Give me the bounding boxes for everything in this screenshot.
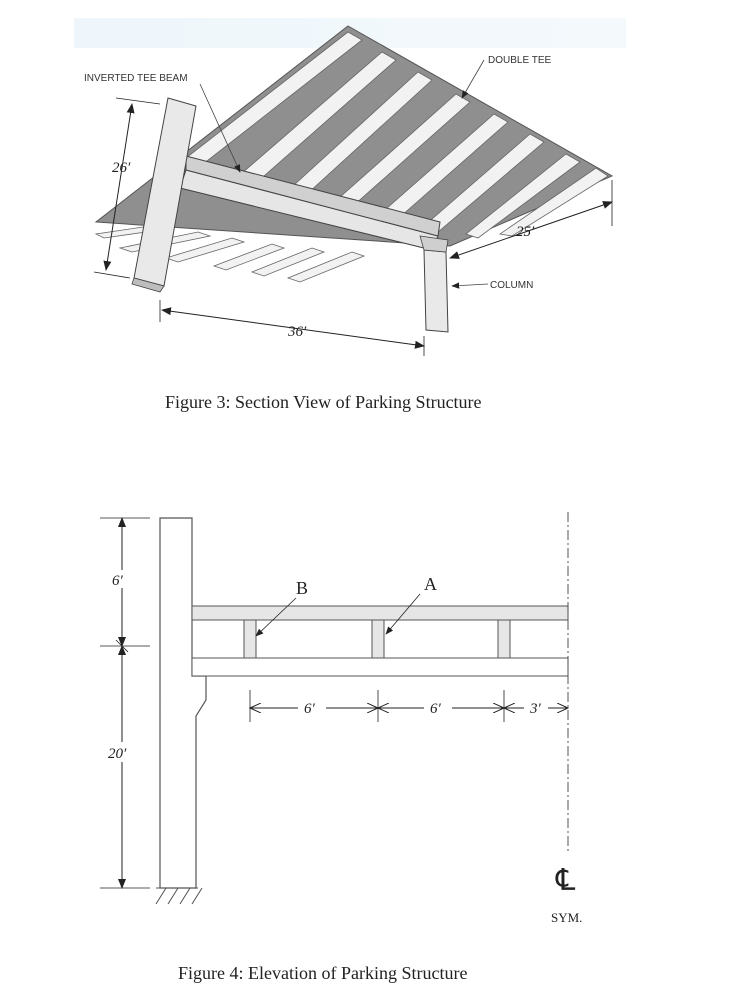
dim-line-36 [161,307,425,349]
leader-column [451,282,489,289]
left-column-base [131,277,165,293]
figure-4-caption: Figure 4: Elevation of Parking Structure [178,963,468,983]
leader-b [255,597,297,637]
dim-mask-lower [104,742,138,762]
dim-label-spacing-1: 6′ [304,701,316,717]
dim-mask-upper [108,570,134,588]
label-b: B [296,578,308,598]
dim-label-upper-6: 6′ [112,573,124,589]
label-a: A [424,574,437,594]
right-column-corbel [419,235,449,253]
label-column: COLUMN [490,280,533,291]
dim-label-lower-20: 20′ [108,746,127,762]
leader-inverted-tee [199,83,241,173]
ground-hatch [155,887,203,905]
right-column [423,249,449,333]
stem-3 [497,619,511,659]
leader-double-tee [461,59,485,99]
dim-tick-mid [115,639,129,653]
dim-ext-26-top [115,97,161,105]
dim-label-26: 26′ [112,160,131,176]
figure-4-elevation: B A ℄ SYM. 6′ 20′ 6′ 6′ 3′ [100,512,582,925]
dim-label-36: 36′ [287,324,307,340]
dim-line-25 [449,201,613,259]
tee-top-flange [191,605,569,621]
tee-bottom-beam [191,657,569,677]
elevation-column [159,517,207,889]
dim-label-spacing-3: 3′ [529,701,542,717]
figure-3-caption: Figure 3: Section View of Parking Struct… [165,392,482,412]
label-double-tee: DOUBLE TEE [488,55,551,66]
figure-3-section-view: INVERTED TEE BEAM DOUBLE TEE COLUMN 26′ … [74,18,626,356]
stem-b [243,619,257,659]
label-sym: SYM. [551,910,582,925]
centerline-symbol: ℄ [555,863,576,898]
dim-line-26 [103,103,135,271]
dim-label-spacing-2: 6′ [430,701,442,717]
dim-ext-26-bottom [93,271,131,279]
leader-a [385,593,421,635]
inverted-tee-beam-top [185,155,441,237]
label-inverted-tee-beam: INVERTED TEE BEAM [84,73,188,84]
stem-a [371,619,385,659]
dim-label-25: 25′ [516,224,535,240]
